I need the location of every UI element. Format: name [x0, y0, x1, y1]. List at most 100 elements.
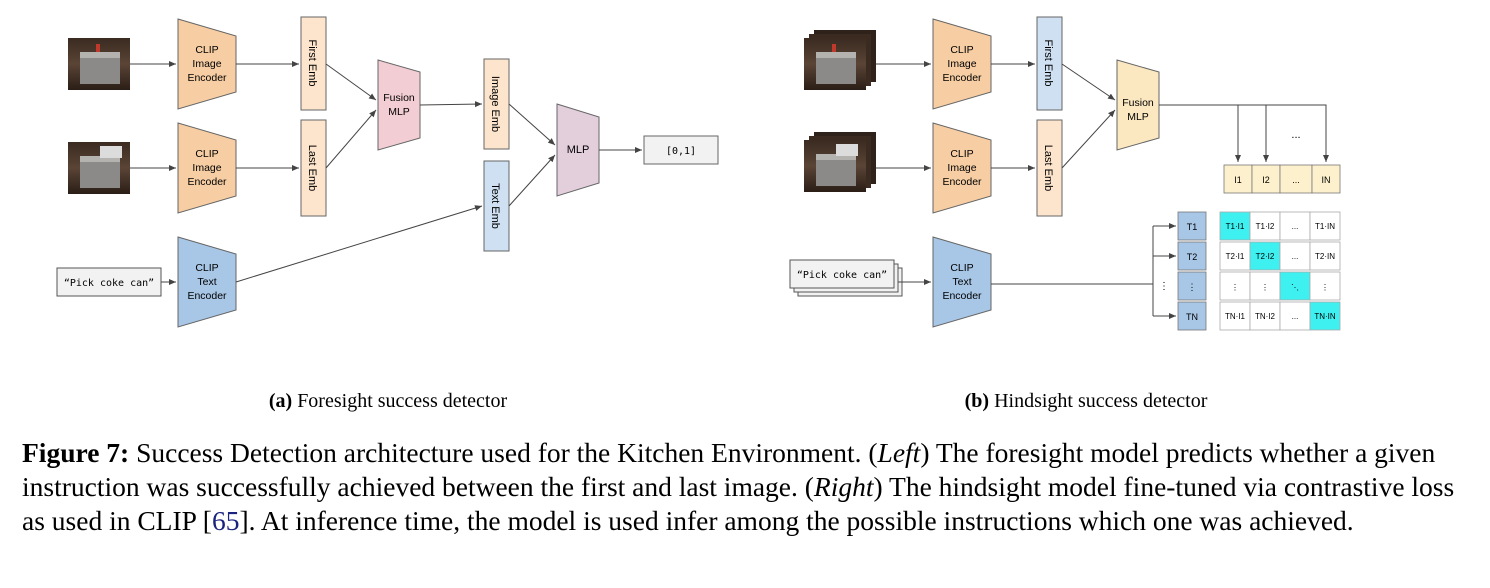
svg-text:MLP: MLP [1127, 111, 1149, 123]
svg-text:CLIP: CLIP [195, 148, 218, 160]
mlp: MLP [556, 103, 600, 197]
svg-text:T1·I2: T1·I2 [1256, 222, 1275, 231]
output-box: [0,1] [643, 135, 719, 165]
svg-text:First Emb: First Emb [1042, 39, 1054, 86]
clip-image-encoder-2: CLIP Image Encoder [177, 122, 237, 214]
matrix-cell-highlight [1309, 301, 1341, 331]
svg-text:T1: T1 [1187, 222, 1198, 232]
caption-text-1: Success Detection architecture used for … [129, 437, 878, 468]
svg-text:⋮: ⋮ [1321, 283, 1329, 292]
i-cell [1311, 164, 1341, 194]
clip-text-encoder-b: CLIP Text Encoder [932, 236, 992, 328]
svg-text:Encoder: Encoder [942, 290, 982, 302]
first-frame-photo-stack [804, 30, 876, 90]
svg-text:CLIP: CLIP [950, 148, 973, 160]
image-embedding-row: I1 I2 ... IN [1223, 164, 1341, 194]
image-emb-box: Image Emb [483, 58, 510, 150]
svg-text:...: ... [1292, 312, 1299, 321]
svg-text:[0,1]: [0,1] [666, 146, 696, 157]
fusion-fanout-ellipsis: ... [1291, 129, 1300, 141]
svg-text:...: ... [1292, 175, 1300, 185]
matrix-cell-highlight [1219, 211, 1251, 241]
first-emb-box: First Emb [300, 16, 327, 111]
subcaption-b: (b) Hindsight success detector [965, 390, 1208, 412]
citation-link[interactable]: 65 [211, 505, 240, 536]
clip-image-encoder-1: CLIP Image Encoder [177, 18, 237, 110]
clip-image-encoder-2-b: CLIP Image Encoder [932, 122, 992, 214]
connectors-a [130, 61, 642, 285]
svg-text:T2·I2: T2·I2 [1256, 252, 1275, 261]
svg-text:...: ... [1292, 222, 1299, 231]
clip-text-encoder: CLIP Text Encoder [177, 236, 237, 328]
instruction-stack: “Pick coke can” [789, 259, 903, 297]
svg-text:⋮: ⋮ [1188, 282, 1197, 292]
last-emb-box-b: Last Emb [1036, 119, 1063, 217]
t-cell [1177, 211, 1207, 241]
svg-text:Encoder: Encoder [187, 290, 227, 302]
text-embedding-column: T1 T2 ⋮ TN [1177, 211, 1207, 331]
svg-text:Image: Image [192, 162, 221, 174]
t-cell [1177, 241, 1207, 271]
matrix-cell [1279, 211, 1311, 241]
matrix-cell-highlight [1279, 271, 1311, 301]
svg-text:Image: Image [947, 58, 976, 70]
svg-text:CLIP: CLIP [950, 44, 973, 56]
text-emb-box: Text Emb [483, 160, 510, 252]
svg-text:CLIP: CLIP [950, 262, 973, 274]
svg-text:⋮: ⋮ [1231, 283, 1239, 292]
svg-text:T2·IN: T2·IN [1315, 252, 1335, 261]
figure-caption: Figure 7: Success Detection architecture… [22, 436, 1472, 538]
caption-left: Left [877, 437, 921, 468]
svg-text:Fusion: Fusion [383, 92, 415, 104]
similarity-matrix: T1·I1 T1·I2 ... T1·IN T2·I1 T2·I2 ... T2… [1219, 211, 1341, 331]
fusion-mlp: Fusion MLP [377, 59, 421, 151]
last-frame-photo-stack [804, 132, 876, 192]
matrix-cell [1309, 271, 1341, 301]
svg-text:“Pick coke can”: “Pick coke can” [64, 278, 154, 289]
fusion-mlp-b: Fusion MLP [1116, 59, 1160, 151]
caption-right: Right [813, 471, 874, 502]
instruction-box: “Pick coke can” [56, 267, 162, 297]
caption-text-2: ) The foresight model predicts whether a… [22, 437, 1436, 502]
matrix-cell [1249, 301, 1281, 331]
last-frame-photo [68, 142, 130, 194]
subcaption-a: (a) Foresight success detector [269, 390, 508, 412]
matrix-cell [1219, 241, 1251, 271]
t-cell [1177, 271, 1207, 301]
first-frame-photo [68, 38, 130, 90]
matrix-cell [1249, 271, 1281, 301]
matrix-cell [1219, 271, 1251, 301]
svg-text:TN·IN: TN·IN [1314, 312, 1336, 321]
svg-text:I1: I1 [1234, 175, 1242, 185]
svg-text:T2: T2 [1187, 252, 1198, 262]
foresight-diagram: CLIP Image Encoder CLIP Image Encoder CL… [56, 16, 719, 328]
svg-text:T1·IN: T1·IN [1315, 222, 1335, 231]
svg-text:IN: IN [1322, 175, 1331, 185]
svg-text:Last Emb: Last Emb [306, 145, 318, 191]
i-cell [1223, 164, 1253, 194]
svg-text:Image: Image [947, 162, 976, 174]
svg-text:Encoder: Encoder [942, 72, 982, 84]
matrix-cell [1309, 211, 1341, 241]
last-emb-box: Last Emb [300, 119, 327, 217]
svg-text:Last Emb: Last Emb [1042, 145, 1054, 191]
svg-text:Image Emb: Image Emb [489, 76, 501, 132]
svg-text:MLP: MLP [567, 144, 590, 156]
svg-text:TN·I1: TN·I1 [1225, 312, 1246, 321]
svg-text:T1·I1: T1·I1 [1226, 222, 1245, 231]
t-cell [1177, 301, 1207, 331]
i-cell [1279, 164, 1313, 194]
svg-text:T2·I1: T2·I1 [1226, 252, 1245, 261]
figure-label: Figure 7: [22, 437, 130, 468]
matrix-cell [1219, 301, 1251, 331]
figure-diagrams: CLIP Image Encoder CLIP Image Encoder CL… [56, 16, 1341, 412]
svg-text:⋮: ⋮ [1261, 283, 1269, 292]
svg-text:“Pick coke can”: “Pick coke can” [797, 270, 887, 281]
svg-text:Text: Text [197, 276, 216, 288]
svg-text:...: ... [1292, 252, 1299, 261]
svg-text:TN·I2: TN·I2 [1255, 312, 1276, 321]
svg-text:Encoder: Encoder [942, 176, 982, 188]
svg-text:First Emb: First Emb [306, 39, 318, 86]
svg-text:⋱: ⋱ [1291, 283, 1299, 292]
svg-text:I2: I2 [1262, 175, 1270, 185]
